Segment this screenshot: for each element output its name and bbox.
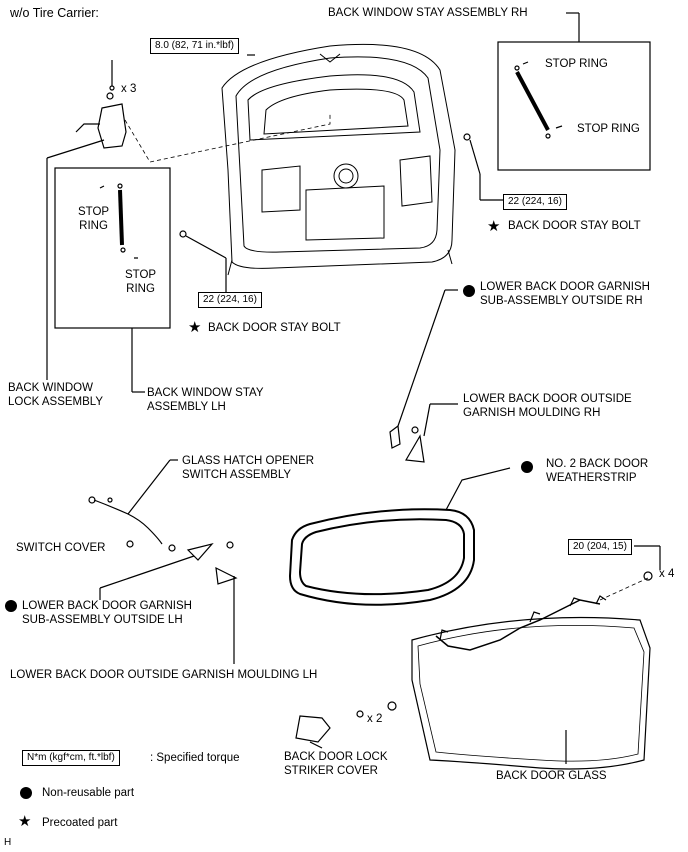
label-stop-ring-lh-lower: STOP RING: [125, 269, 157, 295]
label-switch-cover: SWITCH COVER: [16, 542, 106, 554]
legend-torque-desc: : Specified torque: [150, 752, 240, 764]
label-back-window-stay-lh: BACK WINDOW STAY ASSEMBLY LH: [147, 387, 264, 413]
legend-non-reusable-label: Non-reusable part: [42, 787, 135, 799]
label-lower-garnish-lh: LOWER BACK DOOR GARNISH SUB-ASSEMBLY OUT…: [22, 600, 192, 626]
non-reusable-dot-icon: [521, 461, 533, 473]
label-back-window-stay-rh: BACK WINDOW STAY ASSEMBLY RH: [328, 7, 528, 19]
torque-stay-rh-box: 22 (224, 16): [503, 194, 567, 210]
label-stop-ring-lh-upper: STOP RING: [78, 206, 110, 232]
label-weatherstrip: NO. 2 BACK DOOR WEATHERSTRIP: [546, 458, 649, 484]
legend-precoated-label: Precoated part: [42, 817, 118, 829]
figure-code: H: [4, 837, 12, 848]
label-back-door-glass: BACK DOOR GLASS: [496, 770, 607, 782]
label-moulding-rh: LOWER BACK DOOR OUTSIDE GARNISH MOULDING…: [463, 393, 632, 419]
label-back-door-stay-bolt-lh: BACK DOOR STAY BOLT: [208, 322, 341, 334]
label-back-door-stay-bolt-rh: BACK DOOR STAY BOLT: [508, 220, 641, 232]
label-striker-cover: BACK DOOR LOCK STRIKER COVER: [284, 751, 388, 777]
torque-stay-lh-box: 22 (224, 16): [198, 292, 262, 308]
legend-non-reusable-icon: [20, 787, 32, 799]
legend-torque-box: N*m (kgf*cm, ft.*lbf): [22, 750, 120, 766]
label-back-window-lock: BACK WINDOW LOCK ASSEMBLY: [8, 382, 104, 408]
label-lower-garnish-rh: LOWER BACK DOOR GARNISH SUB-ASSEMBLY OUT…: [480, 281, 650, 307]
torque-glass-box: 20 (204, 15): [568, 539, 632, 555]
diagram-title: w/o Tire Carrier:: [10, 6, 99, 20]
precoated-star-icon: ★: [188, 319, 202, 336]
qty-striker-bolts: x 2: [367, 713, 383, 725]
qty-glass-bolts: x 4: [659, 568, 675, 580]
label-moulding-lh: LOWER BACK DOOR OUTSIDE GARNISH MOULDING…: [10, 669, 318, 681]
stay-lh-box: [54, 167, 171, 329]
back-window-lock-part: [75, 85, 127, 149]
label-glass-hatch-switch: GLASS HATCH OPENER SWITCH ASSEMBLY: [182, 455, 315, 481]
non-reusable-dot-icon: [463, 285, 475, 297]
non-reusable-dot-icon: [5, 600, 17, 612]
stay-rh-box: [497, 41, 651, 171]
qty-lock-bolts: x 3: [121, 83, 137, 95]
legend-precoated-star-icon: ★: [18, 813, 32, 830]
precoated-star-icon: ★: [487, 218, 501, 235]
torque-lock-box: 8.0 (82, 71 in.*lbf): [150, 38, 239, 54]
back-door-illustration: [221, 43, 456, 276]
label-stop-ring-rh-upper: STOP RING: [545, 58, 608, 70]
label-stop-ring-rh-lower: STOP RING: [577, 123, 640, 135]
